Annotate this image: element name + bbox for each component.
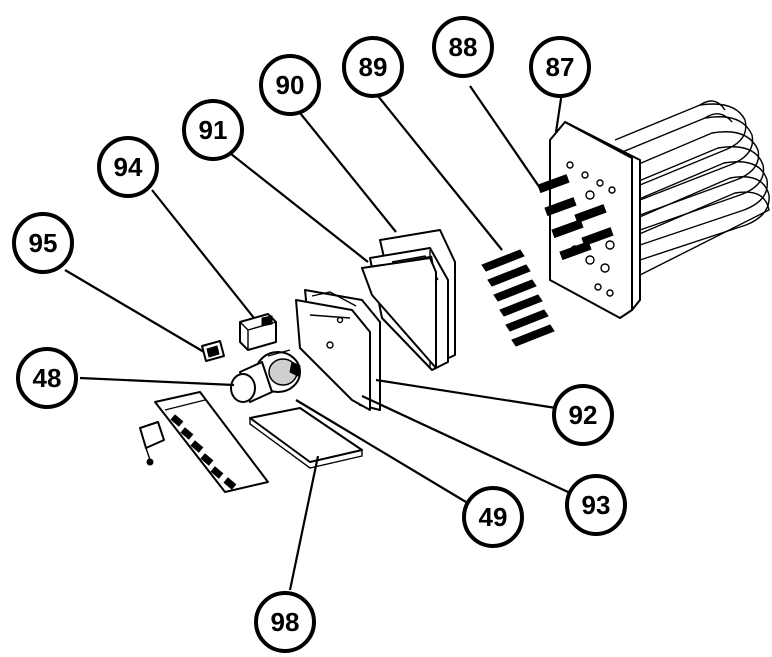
callout-95-label: 95 (29, 228, 58, 258)
callout-91-label: 91 (199, 115, 228, 145)
base-plate (249, 407, 363, 469)
callout-90-label: 90 (276, 70, 305, 100)
callout-92: 92 (552, 384, 614, 446)
heater-element-assembly (537, 100, 770, 319)
callout-94-label: 94 (114, 152, 143, 182)
switch-block (239, 313, 277, 351)
callout-49-label: 49 (479, 502, 508, 532)
callout-94: 94 (97, 136, 159, 198)
gasket (201, 340, 225, 362)
callout-98: 98 (254, 591, 316, 653)
callout-95: 95 (12, 212, 74, 274)
leader-lines (64, 85, 569, 591)
callout-98-label: 98 (271, 607, 300, 637)
callout-91: 91 (182, 99, 244, 161)
callout-49: 49 (462, 486, 524, 548)
callout-90: 90 (259, 54, 321, 116)
callout-92-label: 92 (569, 400, 598, 430)
callout-89-label: 89 (359, 52, 388, 82)
callout-93-label: 93 (582, 490, 611, 520)
terminal-pins (481, 249, 555, 347)
callout-87-label: 87 (546, 52, 575, 82)
callout-89: 89 (342, 36, 404, 98)
callout-48-label: 48 (33, 363, 62, 393)
callout-48: 48 (16, 347, 78, 409)
callout-88-label: 88 (449, 32, 478, 62)
terminal-strip (139, 391, 269, 493)
callout-93: 93 (565, 474, 627, 536)
callout-87: 87 (529, 36, 591, 98)
mounting-plates (295, 257, 437, 411)
callout-88: 88 (432, 16, 494, 78)
control-knob (230, 349, 301, 403)
